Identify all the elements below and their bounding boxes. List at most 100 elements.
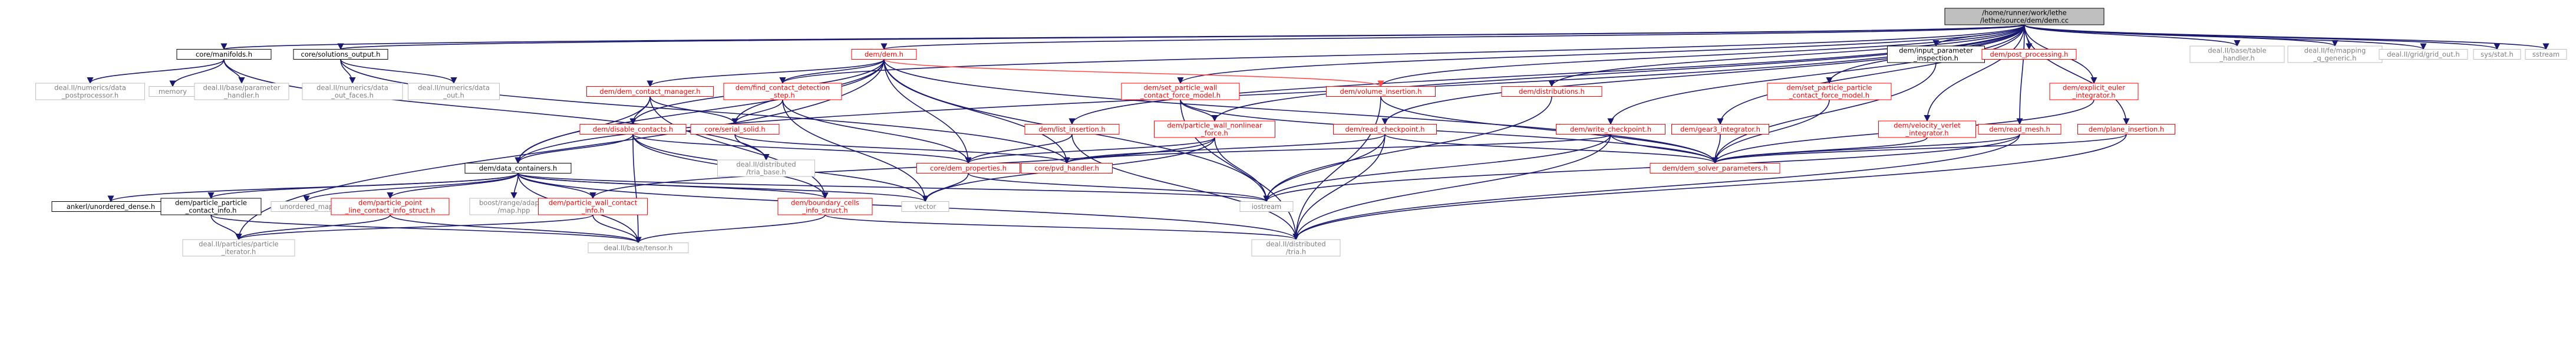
node-box: [1021, 163, 1113, 174]
dependency-edge: [1711, 99, 1830, 164]
node-box: [464, 163, 572, 174]
dependency-edge: [2024, 24, 2427, 50]
node-label: _handler.h: [223, 91, 259, 100]
dependency-edge: [883, 59, 972, 164]
node-label: deal.II/grid/grid_out.h: [2387, 50, 2459, 58]
node-dem-dem-contact-manager[interactable]: dem/dem_contact_manager.h: [586, 86, 714, 97]
node-dem-post-processing[interactable]: dem/post_processing.h: [1981, 49, 2077, 60]
dependency-edge: [1380, 96, 1719, 164]
dependency-edge: [965, 137, 1215, 164]
node-dem-read-mesh[interactable]: dem/read_mesh.h: [1978, 124, 2062, 135]
dependency-edge: [589, 137, 1215, 199]
dependency-edge: [1292, 96, 1381, 241]
node-deal-base-table-handler: deal.II/base/table_handler.h: [2189, 45, 2285, 63]
dependency-edge: [169, 59, 225, 87]
dependency-edge: [390, 214, 642, 244]
node-core-dem-properties[interactable]: core/dem_properties.h: [916, 163, 1020, 174]
dependency-edge: [338, 24, 2025, 50]
dependency-edge: [2024, 24, 2241, 47]
node-label: _line_contact_info_struct.h: [345, 207, 436, 215]
dependency-edge: [1292, 134, 1611, 241]
node-dem-particle-wall-contact-info[interactable]: dem/particle_wall_contact_info.h: [538, 198, 648, 215]
node-box: [723, 83, 842, 100]
dependency-edge: [592, 214, 642, 244]
node-dem-dem[interactable]: dem/dem.h: [851, 49, 917, 60]
node-label: core/pvd_handler.h: [1034, 164, 1099, 172]
node-core-manifolds[interactable]: core/manifolds.h: [176, 49, 272, 60]
node-dem-set-particle-particle-contact-force-model[interactable]: dem/set_particle_particle_contact_force_…: [1767, 83, 1892, 100]
node-ankerl-unordered-dense[interactable]: ankerl/unordered_dense.h: [51, 201, 170, 212]
node-dem-set-particle-wall-contact-force-model[interactable]: dem/set_particle_wall_contact_force_mode…: [1121, 83, 1240, 100]
node-dem-plane-insertion[interactable]: dem/plane_insertion.h: [2077, 124, 2175, 135]
node-dem-input-param[interactable]: dem/input_parameter_inspection.h: [1887, 45, 1985, 63]
node-box: [2525, 49, 2567, 60]
node-box: [586, 86, 714, 97]
node-label: /lethe/source/dem/dem.cc: [1980, 17, 2069, 25]
dependency-edge: [303, 173, 519, 202]
node-deal-numerics-data-out: deal.II/numerics/data_out.h: [408, 83, 500, 100]
node-label: _out.h: [443, 91, 464, 100]
node-label: dem/find_contact_detection: [735, 84, 830, 92]
node-label: dem/set_particle_wall: [1144, 84, 1218, 92]
node-dem-data-containers[interactable]: dem/data_containers.h: [464, 163, 572, 174]
node-core-pvd-handler[interactable]: core/pvd_handler.h: [1021, 163, 1113, 174]
node-label: _out_faces.h: [331, 91, 374, 100]
dependency-edge: [1711, 133, 2127, 164]
node-dem-list-insertion[interactable]: dem/list_insertion.h: [1024, 124, 1120, 135]
node-deal-base-tensor: deal.II/base/tensor.h: [588, 243, 689, 253]
node-label: dem/read_checkpoint.h: [1345, 125, 1424, 133]
dependency-edge: [647, 58, 885, 87]
node-dem-distributions[interactable]: dem/distributions.h: [1501, 86, 1602, 97]
dependency-edge: [1377, 24, 2025, 87]
node-box: [1251, 239, 1341, 257]
dependency-edge: [779, 24, 2025, 84]
dependency-edge: [1071, 134, 1299, 241]
node-label: core/serial_solid.h: [704, 125, 765, 133]
node-box: [1650, 163, 1780, 174]
node-label: deal.II/distributed: [1266, 240, 1325, 248]
node-dem-dem-solver-parameters[interactable]: dem/dem_solver_parameters.h: [1650, 163, 1780, 174]
node-dem-read-checkpoint[interactable]: dem/read_checkpoint.h: [1333, 124, 1437, 135]
node-label: dem/particle_point: [358, 199, 422, 207]
node-label: dem/input_parameter: [1899, 47, 1973, 55]
dependency-edge: [1607, 24, 2025, 125]
node-label: deal.II/fe/mapping: [2304, 47, 2366, 55]
dependency-edge: [1068, 24, 2025, 125]
node-box: [1556, 124, 1665, 135]
node-label: dem/volume_insertion.h: [1340, 87, 1421, 96]
node-box: [176, 49, 272, 60]
node-box: [588, 243, 689, 253]
dependency-edge: [387, 173, 519, 199]
dependency-edge: [1292, 134, 1386, 241]
node-label: _contact_info.h: [185, 207, 237, 215]
dependency-edge: [965, 134, 1073, 164]
node-dem-particle-point-line-contact-info-struct[interactable]: dem/particle_point_line_contact_info_str…: [331, 198, 450, 215]
dependency-edge: [731, 99, 783, 125]
node-dem-volume-insertion[interactable]: dem/volume_insertion.h: [1326, 86, 1436, 97]
node-core-serial-solid[interactable]: core/serial_solid.h: [690, 124, 780, 135]
node-label: _integrator.h: [2072, 91, 2115, 100]
node-box: [1981, 49, 2077, 60]
dependency-edge: [210, 214, 642, 244]
node-dem-find-contact-detection-step[interactable]: dem/find_contact_detection_step.h: [723, 83, 842, 100]
node-core-solutions-output[interactable]: core/solutions_output.h: [293, 49, 388, 60]
dependency-edge: [649, 96, 738, 125]
node-dem-explicit-euler-integrator[interactable]: dem/explicit_euler_integrator.h: [2049, 83, 2139, 100]
node-dem-boundary-cells-info-struct[interactable]: dem/boundary_cells_info_struct.h: [777, 198, 873, 215]
node-dem-write-checkpoint[interactable]: dem/write_checkpoint.h: [1556, 124, 1665, 135]
node-dem-gear3-integrator[interactable]: dem/gear3_integrator.h: [1671, 124, 1769, 135]
node-dem-particle-wall-nonlinear-force[interactable]: dem/particle_wall_nonlinear_force.h: [1154, 120, 1275, 138]
node-label: _info_struct.h: [802, 207, 847, 215]
node-label: dem/disable_contacts.h: [593, 125, 673, 133]
node-dem-disable-contacts[interactable]: dem/disable_contacts.h: [579, 124, 687, 135]
dependency-edge: [1263, 134, 2020, 202]
node-dem-particle-particle-contact-info[interactable]: dem/particle_particle_contact_info.h: [160, 198, 262, 215]
node-label: boost/range/adaptor: [479, 199, 549, 207]
dependency-edge: [824, 214, 1299, 241]
dependency-edge: [782, 99, 929, 202]
dependency-edge: [1063, 133, 1386, 164]
node-box: [2379, 49, 2468, 60]
dependency-edge: [1177, 24, 2025, 84]
node-deal-base-parameter-handler: deal.II/base/parameter_handler.h: [194, 83, 289, 100]
node-dem-velocity-verlet-integrator[interactable]: dem/velocity_verlet_integrator.h: [1878, 120, 1976, 138]
